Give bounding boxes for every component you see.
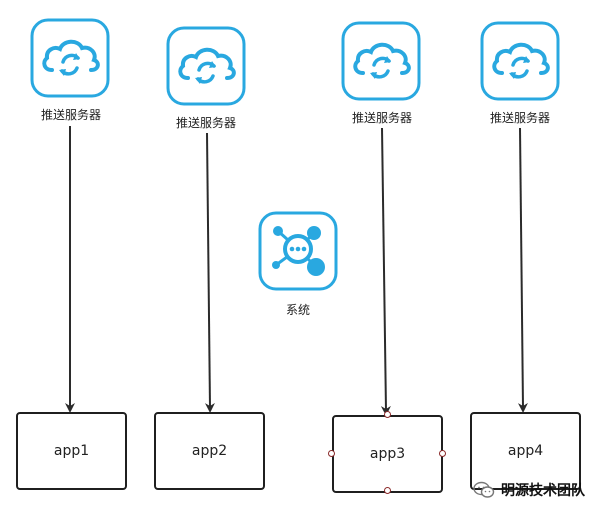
- server-label: 推送服务器: [175, 116, 237, 130]
- connector-arrow[interactable]: [517, 127, 528, 413]
- resize-handle-bottom[interactable]: [384, 487, 391, 494]
- cloud-sync-icon[interactable]: [341, 21, 421, 101]
- cloud-sync-icon[interactable]: [480, 21, 560, 101]
- app-node[interactable]: app2: [154, 412, 265, 490]
- server-label: 推送服务器: [40, 108, 102, 122]
- resize-handle-right[interactable]: [439, 450, 446, 457]
- system-label: 系统: [285, 303, 311, 317]
- connector-arrow[interactable]: [204, 132, 215, 413]
- app-node-selected[interactable]: app3: [332, 415, 443, 493]
- resize-handle-left[interactable]: [328, 450, 335, 457]
- server-label: 推送服务器: [489, 111, 551, 125]
- app-node[interactable]: app4: [470, 412, 581, 490]
- resize-handle-top[interactable]: [384, 411, 391, 418]
- server-label: 推送服务器: [351, 111, 413, 125]
- wechat-icon: [473, 481, 495, 498]
- cloud-sync-icon[interactable]: [166, 26, 246, 106]
- app-label: app1: [53, 443, 90, 459]
- watermark: 明源技术团队: [473, 480, 585, 500]
- cloud-sync-icon[interactable]: [30, 18, 110, 98]
- app-label: app2: [191, 443, 228, 459]
- watermark-text: 明源技术团队: [501, 483, 585, 499]
- app-node[interactable]: app1: [16, 412, 127, 490]
- app-label: app3: [369, 446, 406, 462]
- connector-arrow[interactable]: [380, 127, 391, 416]
- app-label: app4: [507, 443, 544, 459]
- network-hub-icon[interactable]: [258, 211, 338, 291]
